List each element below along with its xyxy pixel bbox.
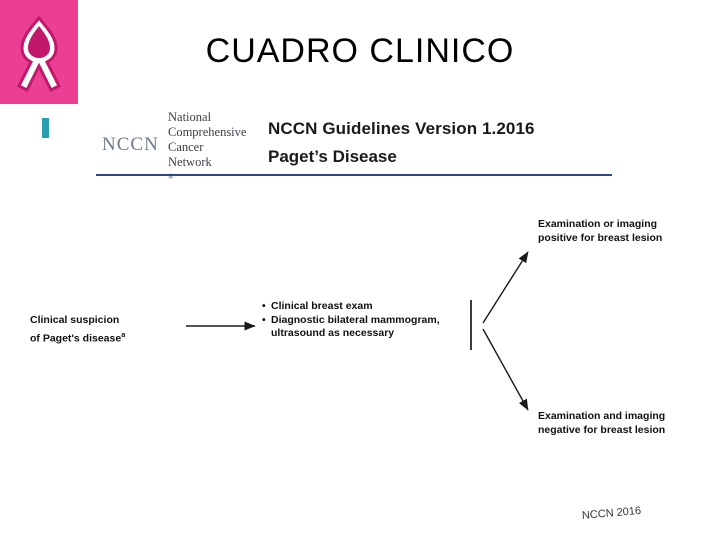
nccn-guideline-title: NCCN Guidelines Version 1.2016 Paget’s D… <box>268 119 535 167</box>
nccn-word-cancer: Cancer <box>168 140 204 154</box>
source-note: NCCN 2016 <box>581 504 642 522</box>
nccn-guideline-subject: Paget’s Disease <box>268 147 397 166</box>
arrow-exam-to-negative <box>482 328 529 411</box>
nccn-logo: NCCN National Comprehensive Cancer Netwo… <box>96 108 261 181</box>
flow-arrows <box>186 251 529 411</box>
node-clinical-suspicion-line2: of Paget's diseasea <box>30 329 126 345</box>
node-clinical-suspicion: Clinical suspicion of Paget's diseasea <box>30 314 180 346</box>
nccn-acronym: NCCN <box>102 134 159 155</box>
nccn-word-comprehensive: Comprehensive <box>168 125 247 139</box>
node-exam-negative: Examination and imaging negative for bre… <box>538 410 698 437</box>
arrow-exam-to-positive <box>482 251 529 324</box>
header-divider <box>96 174 612 176</box>
node-workup-bullet-2: Diagnostic bilateral mammogram, <box>262 314 482 328</box>
page-title: CUADRO CLINICO <box>205 32 515 70</box>
pink-ribbon-block <box>0 0 78 104</box>
pink-ribbon-icon <box>16 15 62 92</box>
node-exam-positive: Examination or imaging positive for brea… <box>538 218 698 245</box>
node-workup-bullet-1: Clinical breast exam <box>262 300 482 314</box>
nccn-word-network: Network® <box>168 155 246 185</box>
registered-mark: ® <box>168 173 174 181</box>
node-exam-positive-line2: positive for breast lesion <box>538 231 663 244</box>
node-exam-positive-line1: Examination or imaging <box>538 218 658 230</box>
node-exam-negative-line2: negative for breast lesion <box>538 423 666 436</box>
nccn-guideline-version: NCCN Guidelines Version 1.2016 <box>268 119 535 138</box>
nccn-wordmark: National Comprehensive Cancer Network® <box>168 110 246 185</box>
footnote-marker-a: a <box>121 329 126 339</box>
node-exam-negative-line1: Examination and imaging <box>538 410 666 422</box>
node-workup: Clinical breast exam Diagnostic bilatera… <box>262 300 482 341</box>
nccn-word-national: National <box>168 110 212 124</box>
flow-diagram: Clinical suspicion of Paget's diseasea C… <box>0 190 720 470</box>
teal-tick-marker <box>42 118 49 138</box>
node-clinical-suspicion-line1: Clinical suspicion <box>30 314 120 326</box>
nccn-header: NCCN National Comprehensive Cancer Netwo… <box>96 108 612 181</box>
node-workup-bullet-2-cont: ultrasound as necessary <box>271 327 395 339</box>
